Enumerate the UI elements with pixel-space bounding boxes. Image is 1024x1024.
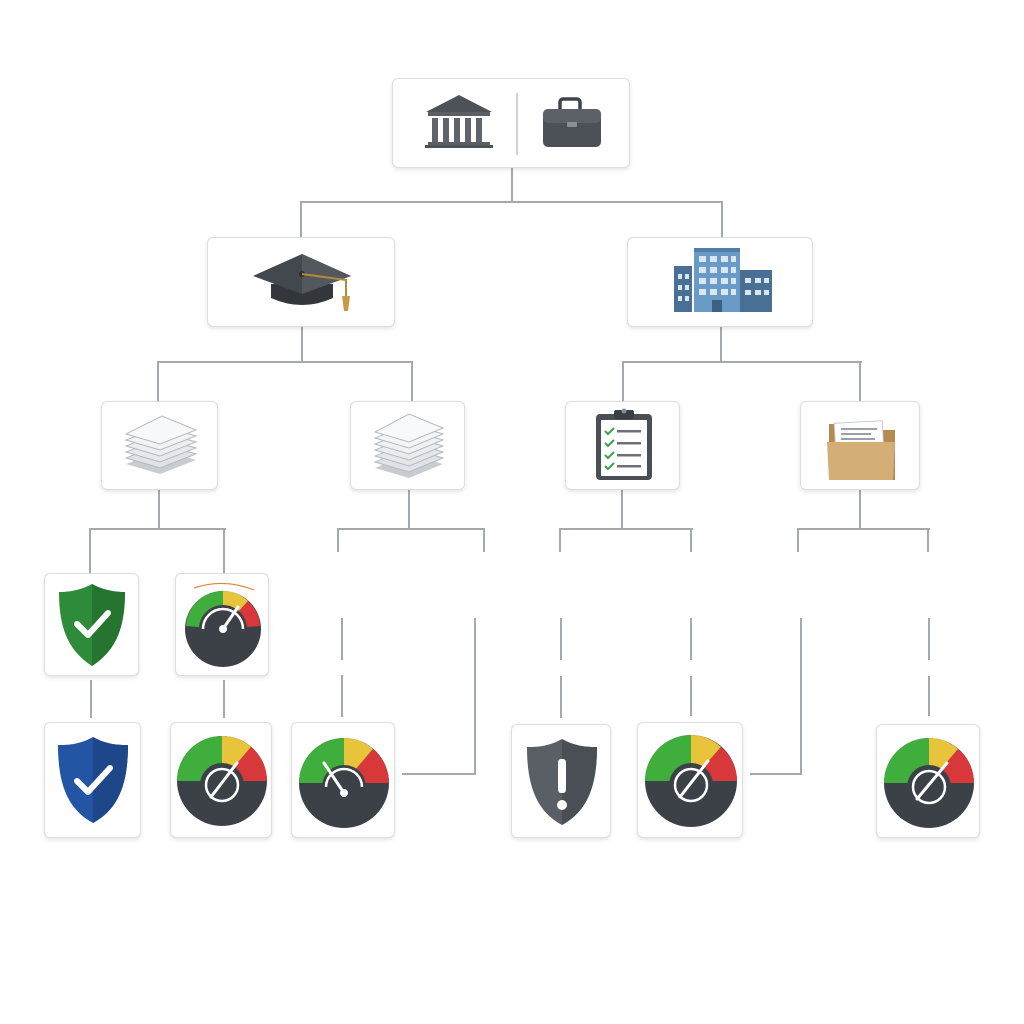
graduation-cap-icon: [253, 254, 351, 311]
connector: [157, 361, 413, 363]
document-stack-icon: [124, 415, 198, 474]
connector: [474, 618, 476, 775]
gauge-icon: [645, 735, 737, 827]
connector: [690, 528, 692, 552]
office-buildings-node[interactable]: [627, 237, 813, 327]
connector: [402, 773, 476, 775]
connector: [690, 676, 692, 716]
connector: [158, 489, 160, 529]
connector: [621, 489, 623, 529]
warning-shield-node[interactable]: [511, 724, 611, 838]
document-stack-node-2[interactable]: [350, 401, 465, 490]
connector: [223, 528, 225, 573]
gauge-icon: [884, 738, 974, 828]
root-node[interactable]: [392, 78, 630, 168]
gauge-icon: [177, 736, 267, 826]
gauge-node-4[interactable]: [637, 722, 743, 838]
shield-warning-icon: [527, 739, 597, 825]
connector: [797, 528, 799, 552]
connector: [337, 528, 485, 530]
gauge-node-5[interactable]: [876, 724, 980, 838]
divider: [516, 93, 518, 155]
connector: [797, 528, 930, 530]
connector: [560, 618, 562, 660]
blue-shield-node[interactable]: [44, 722, 141, 838]
connector: [337, 528, 339, 552]
connector: [300, 201, 302, 237]
briefcase-icon: [543, 97, 601, 147]
connector: [300, 201, 723, 203]
office-buildings-icon: [674, 248, 772, 312]
connector: [622, 361, 862, 363]
gauge-node-3[interactable]: [291, 722, 395, 838]
connector: [559, 528, 561, 552]
connector: [341, 675, 343, 717]
connector: [89, 528, 226, 530]
connector: [690, 618, 692, 660]
shield-check-icon: [58, 737, 128, 823]
connector: [859, 361, 861, 401]
education-node[interactable]: [207, 237, 395, 327]
gauge-node-2[interactable]: [170, 722, 272, 838]
gauge-icon: [185, 582, 261, 667]
folder-icon: [827, 420, 895, 480]
connector: [157, 361, 159, 401]
connector: [341, 618, 343, 660]
connector: [559, 528, 693, 530]
connector: [800, 618, 802, 775]
connector: [721, 201, 723, 237]
clipboard-checklist-icon: [596, 408, 652, 480]
connector: [927, 528, 929, 552]
connector: [301, 326, 303, 362]
connector: [223, 680, 225, 718]
document-stack-node-1[interactable]: [101, 401, 218, 490]
connector: [928, 618, 930, 660]
folder-node[interactable]: [800, 401, 920, 490]
connector: [720, 326, 722, 362]
connector: [622, 361, 624, 401]
connector: [750, 773, 802, 775]
green-shield-node[interactable]: [44, 573, 139, 676]
checklist-node[interactable]: [565, 401, 680, 490]
shield-check-icon: [59, 584, 125, 666]
connector: [928, 676, 930, 716]
connector: [89, 528, 91, 573]
connector: [511, 168, 513, 202]
connector: [90, 680, 92, 718]
gauge-icon: [299, 738, 389, 828]
connector: [560, 676, 562, 718]
gauge-node-1[interactable]: [175, 573, 269, 676]
connector: [408, 489, 410, 529]
connector: [859, 489, 861, 529]
connector: [483, 528, 485, 552]
document-stack-icon: [373, 413, 445, 478]
bank-icon: [425, 95, 493, 148]
connector: [411, 361, 413, 401]
